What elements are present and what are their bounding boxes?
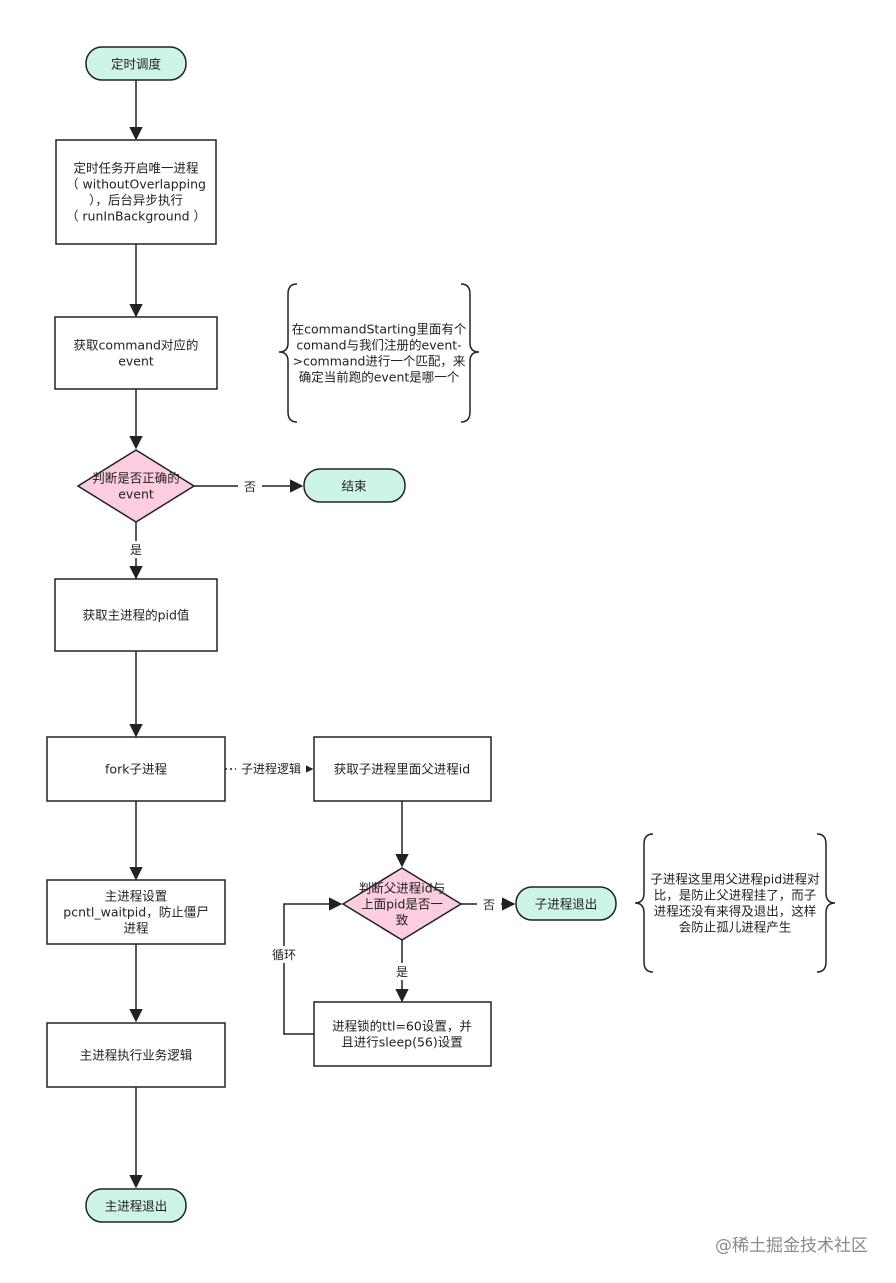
node-overlap-line: ），后台异步执行 bbox=[89, 193, 183, 208]
node-main-exit-label: 主进程退出 bbox=[105, 1199, 168, 1214]
node-lock-ttl-line: 进程锁的ttl=60设置，并 bbox=[332, 1019, 472, 1034]
node-check-parent-line: 判断父进程id与 bbox=[359, 881, 445, 896]
node-lock-ttl-label: 进程锁的ttl=60设置，并且进行sleep(56)设置 bbox=[332, 1019, 472, 1050]
node-child-exit bbox=[515, 886, 617, 921]
node-overlap-line: 定时任务开启唯一进程 bbox=[73, 161, 199, 176]
node-check-event bbox=[76, 449, 196, 523]
node-child-parent-id-line: 获取子进程里面父进程id bbox=[334, 762, 470, 777]
node-business-label: 主进程执行业务逻辑 bbox=[80, 1048, 193, 1063]
node-lock-ttl bbox=[313, 1001, 492, 1067]
node-business bbox=[46, 1022, 226, 1088]
node-get-pid bbox=[54, 578, 218, 652]
node-start-label: 定时调度 bbox=[111, 57, 162, 72]
node-business-line: 主进程执行业务逻辑 bbox=[80, 1048, 193, 1063]
node-check-event-line: 判断是否正确的 bbox=[92, 471, 180, 486]
node-check-parent-line: 致 bbox=[396, 913, 409, 928]
node-get-event-line: event bbox=[118, 354, 154, 369]
note-command-starting-line: 在commandStarting里面有个 bbox=[292, 322, 467, 337]
node-start-line: 定时调度 bbox=[111, 57, 162, 72]
edge-label-yes-2: 是 bbox=[396, 965, 408, 979]
node-waitpid-line: pcntl_waitpid，防止僵尸 bbox=[63, 905, 208, 920]
node-start bbox=[85, 46, 187, 81]
node-lock-ttl-line: 且进行sleep(56)设置 bbox=[341, 1035, 462, 1050]
node-main-exit-line: 主进程退出 bbox=[105, 1199, 168, 1214]
node-child-parent-id-label: 获取子进程里面父进程id bbox=[334, 762, 470, 777]
node-waitpid-line: 主进程设置 bbox=[105, 889, 168, 904]
node-overlap-line: （ withoutOverlapping bbox=[66, 177, 206, 192]
node-waitpid bbox=[46, 879, 226, 945]
node-child-exit-line: 子进程退出 bbox=[535, 897, 598, 912]
node-get-pid-label: 获取主进程的pid值 bbox=[83, 608, 190, 623]
node-end-label: 结束 bbox=[341, 479, 367, 494]
node-main-exit bbox=[85, 1188, 187, 1223]
note-orphan-line: 进程还没有来得及退出，这样 bbox=[654, 904, 817, 919]
edge-labels: 否 是 子进程逻辑 否 是 循环 bbox=[124, 478, 501, 980]
nodes bbox=[46, 46, 617, 1223]
node-overlap bbox=[55, 139, 217, 245]
edge-label-loop: 循环 bbox=[272, 948, 296, 962]
node-get-event-line: 获取command对应的 bbox=[74, 338, 199, 353]
node-child-parent-id bbox=[313, 736, 492, 802]
node-check-event-line: event bbox=[118, 487, 154, 502]
note-orphan-line: 子进程这里用父进程pid进程对 bbox=[650, 872, 819, 887]
node-check-parent-label: 判断父进程id与上面pid是否一致 bbox=[359, 881, 445, 928]
edge-loop-back bbox=[283, 897, 343, 1035]
node-end-line: 结束 bbox=[341, 479, 367, 494]
edge-label-no-1: 否 bbox=[244, 480, 256, 494]
brace-right-orphan bbox=[816, 833, 836, 973]
node-fork-line: fork子进程 bbox=[105, 762, 167, 777]
node-overlap-line: （ runInBackground ） bbox=[66, 209, 206, 224]
brace-right-command-starting bbox=[460, 283, 480, 423]
edge-label-no-2: 否 bbox=[483, 898, 495, 912]
node-check-parent-line: 上面pid是否一 bbox=[361, 897, 443, 912]
node-end bbox=[303, 468, 406, 503]
note-braces bbox=[278, 283, 836, 973]
note-command-starting-line: comand与我们注册的event- bbox=[296, 338, 461, 353]
note-command-starting-line: 确定当前跑的event是哪一个 bbox=[299, 370, 460, 385]
watermark: @稀土掘金技术社区 bbox=[715, 1236, 868, 1256]
node-waitpid-line: 进程 bbox=[123, 921, 149, 936]
node-fork-label: fork子进程 bbox=[105, 762, 167, 777]
note-command-starting-line: >command进行一个匹配，来 bbox=[293, 354, 466, 369]
node-get-pid-line: 获取主进程的pid值 bbox=[83, 608, 190, 623]
node-overlap-label: 定时任务开启唯一进程（ withoutOverlapping），后台异步执行（ … bbox=[66, 161, 206, 224]
brace-left-command-starting bbox=[278, 283, 298, 423]
node-check-parent bbox=[341, 867, 463, 941]
node-child-exit-label: 子进程退出 bbox=[535, 897, 598, 912]
note-orphan-line: 会防止孤儿进程产生 bbox=[679, 920, 792, 935]
edge-label-yes-1: 是 bbox=[130, 543, 142, 557]
edge-label-child-logic: 子进程逻辑 bbox=[241, 761, 301, 776]
note-orphan-label: 子进程这里用父进程pid进程对比，是防止父进程挂了，而子进程还没有来得及退出，这… bbox=[650, 872, 819, 935]
note-orphan-line: 比，是防止父进程挂了，而子 bbox=[654, 888, 817, 903]
brace-left-orphan bbox=[634, 833, 654, 973]
node-fork bbox=[46, 736, 226, 802]
node-get-event bbox=[54, 316, 218, 390]
